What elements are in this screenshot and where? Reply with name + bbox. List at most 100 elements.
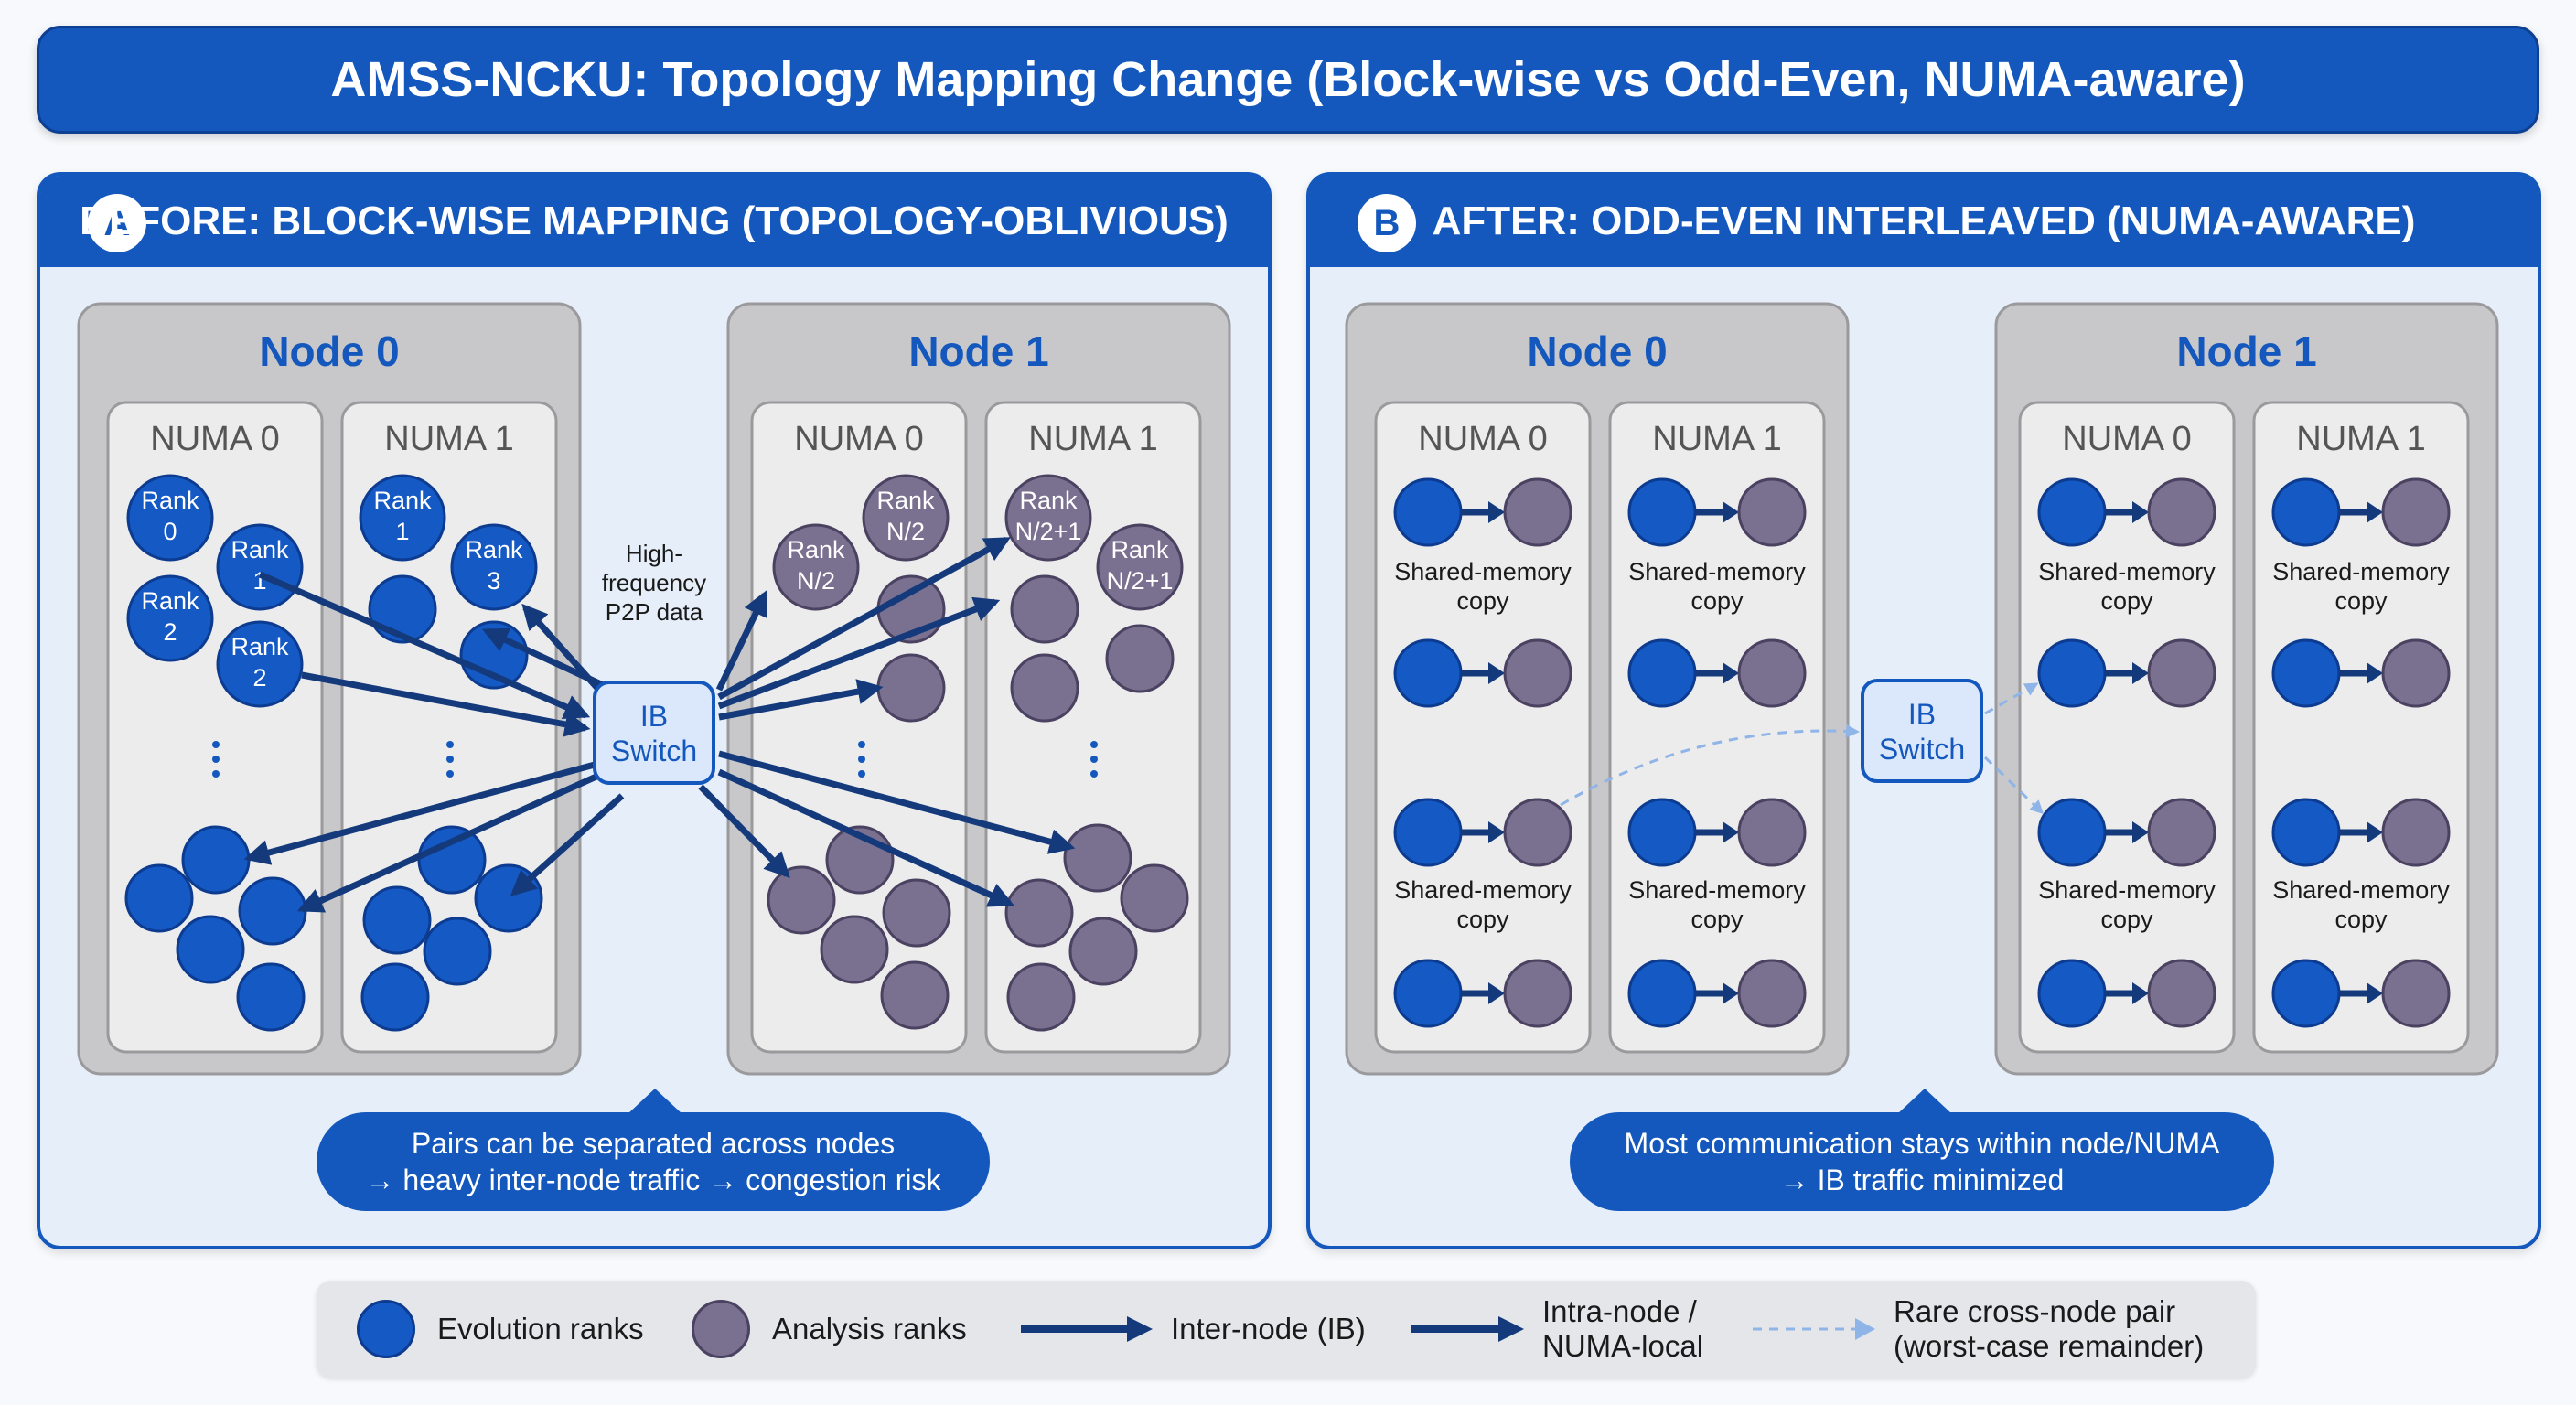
panel-a-callout: Pairs can be separated across nodes → he… [317,1112,990,1211]
evolution-rank [2037,477,2107,547]
analysis-rank [1010,653,1079,723]
panel-b-callout: Most communication stays within node/NUM… [1570,1112,2274,1211]
intra-node-arrowhead [2367,501,2383,523]
shared-memory-label: Shared-memory [2272,876,2450,904]
node-label: Node 1 [2176,327,2316,375]
shared-memory-label: copy [1456,906,1509,933]
rank-pair [2271,798,2451,867]
intra-node-arrowhead [2132,821,2149,843]
shared-memory-label: copy [1690,587,1744,615]
legend-inter-node: Inter-node (IB) [1017,1281,1366,1378]
evolution-rank [236,962,306,1032]
evolution-rank [1393,798,1463,867]
callout-line-1: Pairs can be separated across nodes [411,1127,896,1160]
analysis-rank [2147,959,2216,1028]
panel-a-letter-badge: A [88,194,146,252]
analysis-rank [880,960,950,1030]
rank-label: Rank [373,487,432,514]
legend-analysis-label: Analysis ranks [772,1312,967,1346]
panel-a-callout-pointer [628,1089,682,1114]
rank-label: N/2+1 [1015,518,1082,545]
numa-label: NUMA 0 [794,420,923,458]
evolution-rank [2271,638,2341,708]
panel-b-title: AFTER: ODD-EVEN INTERLEAVED (NUMA-AWARE) [1432,198,2416,243]
analysis-rank [1004,474,1092,562]
shared-memory-label: copy [2100,906,2153,933]
analysis-rank [2147,477,2216,547]
numa-label: NUMA 1 [1652,420,1781,458]
rank-pair [2271,638,2451,708]
evolution-rank [362,885,432,955]
evolution-rank [238,876,307,946]
svg-text:IB: IB [1908,698,1936,731]
intra-node-arrowhead [2367,821,2383,843]
numa-label: NUMA 1 [1028,420,1157,458]
legend-intra-node: Intra-node / NUMA-local [1407,1281,1703,1378]
rank-pair [2271,959,2451,1028]
legend-intra-node-line-1: Intra-node / [1542,1294,1697,1328]
analysis-rank [1737,477,1807,547]
ellipsis-dots [212,741,1098,778]
evolution-rank-swatch [357,1300,415,1358]
shared-memory-label: Shared-memory [1394,876,1572,904]
panel-b-letter-badge: B [1358,194,1416,252]
analysis-rank [767,865,836,935]
analysis-rank [2381,477,2451,547]
rank-pair [1393,798,1572,867]
panel-a-node-0: Node 0 NUMA 0 NUMA 1 [77,302,582,1076]
analysis-rank [2381,798,2451,867]
analysis-rank [1068,917,1138,986]
evolution-rank [1627,638,1697,708]
page-title: AMSS-NCKU: Topology Mapping Change (Bloc… [37,26,2539,134]
rank-label: 0 [163,518,177,545]
evolution-rank [2037,798,2107,867]
evolution-rank [359,474,446,562]
evolution-rank [2037,959,2107,1028]
analysis-rank [876,653,946,723]
rank-pair [1393,959,1572,1028]
analysis-rank [1503,477,1572,547]
rank-label: N/2+1 [1107,567,1174,595]
rank-label: Rank [141,587,199,615]
legend-analysis: Analysis ranks [692,1281,967,1378]
evolution-rank [423,917,492,986]
panel-a-ib-arrows [243,536,1076,913]
shared-memory-label: Shared-memory [2038,876,2216,904]
evolution-rank [216,620,304,708]
svg-text:Switch: Switch [1879,733,1965,766]
intra-node-arrowhead [2132,662,2149,684]
intra-node-arrowhead [1488,821,1505,843]
callout-line-2: → heavy inter-node traffic → congestion … [365,1164,941,1196]
analysis-rank [2381,638,2451,708]
analysis-rank [2147,798,2216,867]
panel-a-header [40,176,1268,267]
node-label: Node 0 [259,327,399,375]
evolution-rank [2271,798,2341,867]
legend-evolution-label: Evolution ranks [437,1312,644,1346]
evolution-rank [450,523,538,611]
evolution-rank [368,574,437,644]
analysis-rank-swatch [692,1300,750,1358]
numa-label: NUMA 0 [2062,420,2191,458]
panel-b-node-0: Node 0 NUMA 0 NUMA 1 [1345,302,1850,1076]
evolution-rank [181,825,251,895]
numa-box [2018,401,2236,1054]
intra-node-arrowhead [2367,982,2383,1004]
intra-node-arrowhead [2132,501,2149,523]
analysis-rank [862,474,950,562]
analysis-rank [1004,878,1074,948]
legend: Evolution ranks Analysis ranks Inter-nod… [317,1281,2256,1378]
numa-box [2252,401,2470,1054]
legend-rare: Rare cross-node pair (worst-case remaind… [1749,1281,2204,1378]
intra-node-arrowhead [1723,501,1739,523]
intra-node-arrowhead [1723,982,1739,1004]
rank-label: Rank [231,536,289,563]
panel-a-ib-switch: IB Switch [593,681,715,785]
evolution-rank [126,574,214,662]
evolution-rank [2037,638,2107,708]
evolution-rank [1627,798,1697,867]
intra-node-arrowhead [1488,501,1505,523]
numa-label: NUMA 1 [2296,420,2425,458]
panel-b-header [1310,176,2538,267]
